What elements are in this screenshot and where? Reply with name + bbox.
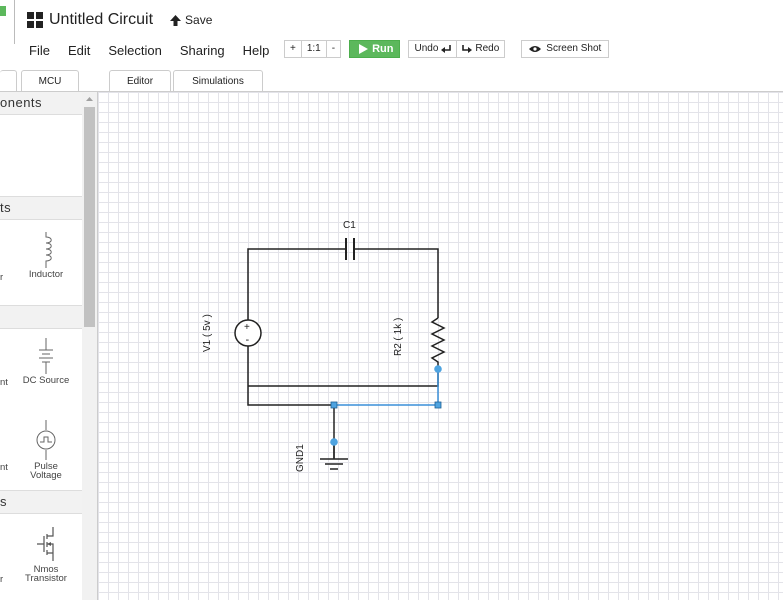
tab-simulations[interactable]: Simulations (173, 70, 263, 92)
undo-arrow-icon (441, 44, 452, 53)
nmos-label-1: Nmos (33, 564, 59, 575)
components-sidebar: onents ts r Inductor nt DC Source nt Pul… (0, 92, 98, 600)
section-transistors[interactable]: s (0, 490, 82, 514)
save-button[interactable]: Save (169, 13, 212, 27)
screenshot-group: Screen Shot (521, 40, 610, 58)
redo-label: Redo (475, 43, 500, 54)
tab-editor[interactable]: Editor (109, 70, 171, 94)
scroll-up-arrow-icon[interactable] (82, 92, 97, 106)
pulse-voltage-icon (36, 420, 56, 460)
top-bar: Untitled Circuit Save File Edit Selectio… (0, 0, 783, 94)
grid-app-icon (27, 12, 43, 28)
cut-label-row4: r (0, 574, 4, 585)
undo-button[interactable]: Undo (408, 40, 458, 58)
component-dc-source[interactable]: DC Source (22, 338, 70, 385)
cut-label-row3: nt (0, 462, 8, 473)
circuit-title[interactable]: Untitled Circuit (49, 11, 154, 28)
run-label: Run (372, 43, 394, 55)
component-inductor[interactable]: Inductor (22, 232, 70, 279)
wire-top-left (247, 248, 346, 321)
connection-nodes[interactable] (330, 365, 442, 446)
nmos-transistor-icon (37, 527, 54, 561)
menu-bar: File Edit Selection Sharing Help (20, 40, 278, 60)
run-group: Run (349, 40, 401, 58)
toolbar: + 1:1 - Run Undo Redo Screen Shot (284, 40, 617, 58)
app-logo (0, 0, 15, 44)
zoom-reset-button[interactable]: 1:1 (301, 40, 327, 58)
wire-top-right (354, 248, 439, 318)
inductor-label: Inductor (28, 269, 64, 280)
cloud-upload-icon (170, 14, 182, 26)
pulse-voltage-label-2: Voltage (30, 470, 62, 481)
editor-canvas[interactable]: C1 + - V1 ( 5v ) R2 ( 1k ) GND1 (98, 92, 783, 600)
section-components[interactable]: onents (0, 92, 82, 115)
node-ground-top (330, 438, 338, 446)
tab-mcu[interactable]: MCU (21, 70, 79, 92)
voltage-source-v1[interactable]: + - (234, 319, 262, 347)
ground-gnd1[interactable] (320, 442, 348, 470)
nmos-label-2: Transistor (25, 573, 67, 584)
save-label: Save (185, 13, 213, 27)
menu-help[interactable]: Help (242, 42, 270, 58)
inductor-icon (45, 232, 52, 268)
wire-mid-loop (248, 368, 439, 387)
menu-file[interactable]: File (29, 42, 50, 58)
component-pulse-voltage[interactable]: Pulse Voltage (22, 420, 70, 480)
menu-selection[interactable]: Selection (108, 42, 162, 58)
cut-label-row2: nt (0, 377, 8, 388)
screenshot-button[interactable]: Screen Shot (521, 40, 610, 58)
section-sources[interactable] (0, 305, 82, 329)
run-button[interactable]: Run (349, 40, 401, 58)
section-inductive[interactable]: ts (0, 196, 82, 220)
voltage-label: V1 ( 5v ) (202, 314, 213, 352)
menu-sharing[interactable]: Sharing (179, 42, 225, 58)
dc-source-icon (39, 338, 53, 374)
resistor-label: R2 ( 1k ) (393, 318, 404, 356)
title-row: Untitled Circuit Save (27, 8, 212, 32)
component-nmos-transistor[interactable]: Nmos Transistor (22, 525, 70, 583)
circuit-wires[interactable] (247, 248, 439, 458)
zoom-group: + 1:1 - (284, 40, 342, 58)
tab-divider (0, 91, 783, 92)
tab-components[interactable] (0, 70, 17, 92)
eye-icon (529, 46, 542, 52)
plus-sign: + (244, 322, 250, 333)
screenshot-label: Screen Shot (546, 43, 602, 54)
redo-button[interactable]: Redo (457, 40, 506, 58)
zoom-out-button[interactable]: - (326, 40, 342, 58)
handle-wire-left (330, 401, 338, 409)
redo-arrow-icon (462, 44, 473, 53)
undo-label: Undo (414, 43, 439, 54)
ground-label: GND1 (295, 444, 306, 472)
resistor-r2[interactable] (430, 317, 446, 368)
zoom-in-button[interactable]: + (284, 40, 302, 58)
cut-label-row1: r (0, 272, 4, 283)
scroll-thumb[interactable] (84, 107, 95, 327)
capacitor-label: C1 (343, 220, 356, 231)
play-icon (359, 44, 369, 54)
handle-wire-right (434, 401, 442, 409)
sidebar-scrollbar[interactable] (82, 92, 97, 600)
menu-edit[interactable]: Edit (67, 42, 91, 58)
dc-source-label: DC Source (22, 375, 70, 386)
circuit-diagram: C1 + - V1 ( 5v ) R2 ( 1k ) GND1 (202, 220, 446, 472)
capacitor-c1[interactable] (345, 238, 355, 260)
pulse-voltage-label-1: Pulse (34, 461, 58, 472)
minus-sign: - (246, 334, 250, 346)
wire-left-bottom (247, 346, 334, 406)
node-resistor-bottom (434, 365, 442, 373)
selected-wire[interactable] (334, 369, 439, 406)
history-group: Undo Redo (408, 40, 506, 58)
left-panel-tabs: MCU Editor Simulations (0, 70, 263, 94)
